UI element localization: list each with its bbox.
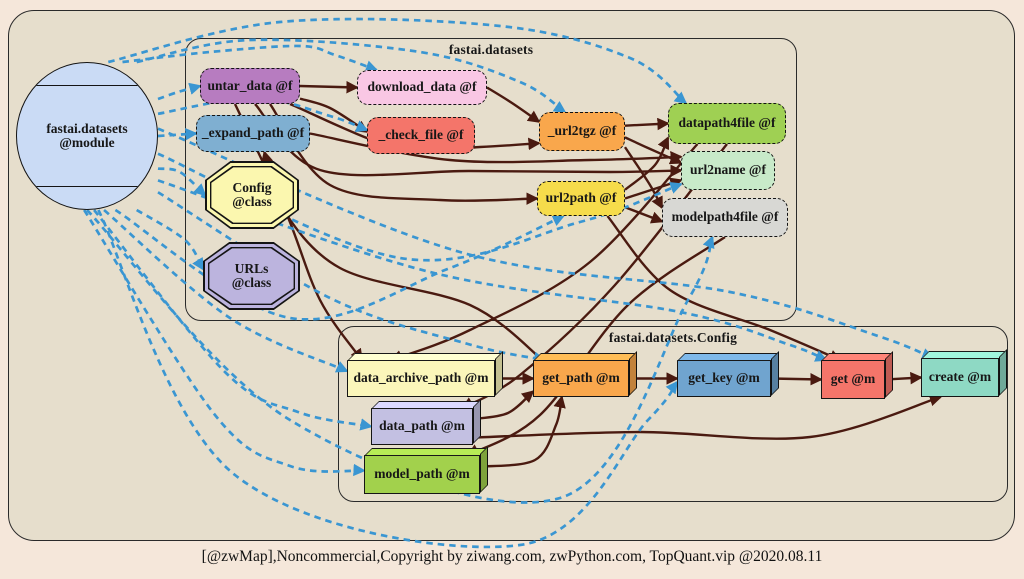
node-url2tgz: _url2tgz @f: [539, 112, 625, 151]
node-label: url2path @f: [545, 190, 617, 206]
octagon-inner: Config @class: [211, 167, 293, 223]
node-get: get @m: [821, 360, 885, 399]
node-config-class: Config @class: [205, 161, 299, 229]
node-data-archive-path: data_archive_path @m: [347, 360, 495, 397]
node-label: get_path @m: [542, 370, 620, 386]
ellipse-separator-bottom: [17, 185, 157, 188]
cluster-title-fastai-datasets: fastai.datasets: [448, 42, 534, 57]
node-modelpath4file: modelpath4file @f: [662, 198, 788, 237]
node-label: untar_data @f: [207, 77, 293, 93]
node-label: _check_file @f: [378, 127, 464, 143]
node-label: _url2tgz @f: [547, 123, 617, 139]
node-label: _expand_path @f: [201, 125, 305, 141]
node-label: Config: [232, 179, 272, 195]
node-label: url2name @f: [690, 162, 766, 178]
node-label: data_archive_path @m: [353, 370, 489, 386]
node-datapath4file: datapath4file @f: [668, 103, 786, 144]
node-label: download_data @f: [367, 79, 477, 95]
node-url2name: url2name @f: [681, 151, 775, 190]
node-label: get @m: [830, 371, 876, 387]
node-label: data_path @m: [379, 418, 465, 434]
node-data-path: data_path @m: [371, 408, 473, 445]
node-label: get_key @m: [688, 370, 760, 386]
node-create: create @m: [921, 358, 999, 397]
node-label: create @m: [928, 369, 992, 385]
node-label: modelpath4file @f: [671, 209, 779, 225]
cluster-title-fastai-datasets-config: fastai.datasets.Config: [608, 330, 738, 345]
node-label: URLs: [234, 260, 269, 276]
node-label: model_path @m: [374, 466, 470, 482]
node-sublabel: @class: [231, 275, 272, 290]
node-sublabel: @class: [232, 194, 272, 209]
node-check-file: _check_file @f: [367, 117, 475, 154]
octagon-inner: URLs @class: [209, 248, 294, 304]
node-urls-class: URLs @class: [203, 242, 300, 310]
node-module-fastai-datasets: fastai.datasets @module: [16, 62, 158, 210]
node-download-data: download_data @f: [357, 70, 487, 105]
node-get-key: get_key @m: [677, 360, 771, 397]
copyright-caption: [@zwMap],Noncommercial,Copyright by ziwa…: [201, 548, 823, 565]
node-label: fastai.datasets: [46, 120, 128, 136]
node-untar-data: untar_data @f: [200, 68, 300, 104]
ellipse-separator-top: [17, 84, 157, 87]
node-expand-path: _expand_path @f: [196, 115, 310, 152]
node-get-path: get_path @m: [533, 360, 629, 397]
node-url2path: url2path @f: [537, 181, 625, 216]
node-sublabel: @module: [59, 135, 115, 150]
node-model-path: model_path @m: [364, 455, 480, 494]
node-label: datapath4file @f: [678, 115, 776, 131]
